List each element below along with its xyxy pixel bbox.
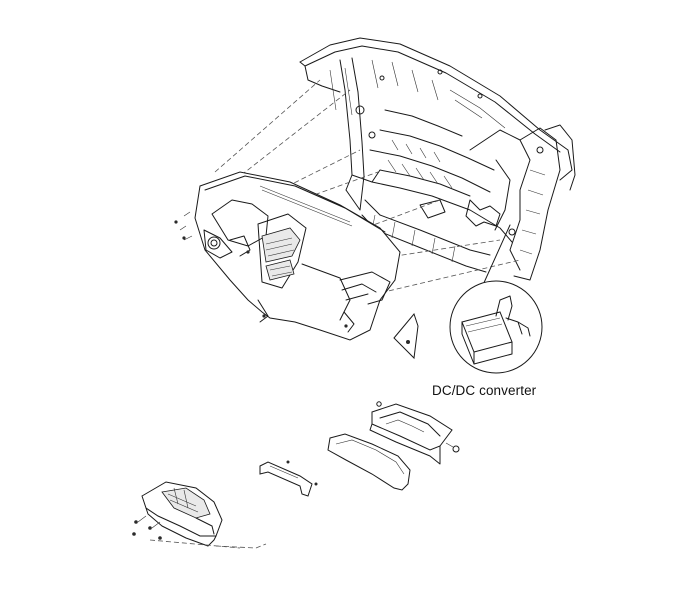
glove-box	[369, 401, 460, 465]
glove-box-trim	[327, 433, 411, 491]
crash-pad	[174, 171, 401, 341]
body-frame	[299, 37, 576, 281]
dc-dc-converter	[449, 224, 543, 374]
lower-bracket	[259, 460, 318, 497]
center-lower-panel	[132, 481, 267, 549]
dc-dc-converter-label: DC/DC converter	[432, 383, 537, 398]
side-cover	[393, 312, 419, 360]
